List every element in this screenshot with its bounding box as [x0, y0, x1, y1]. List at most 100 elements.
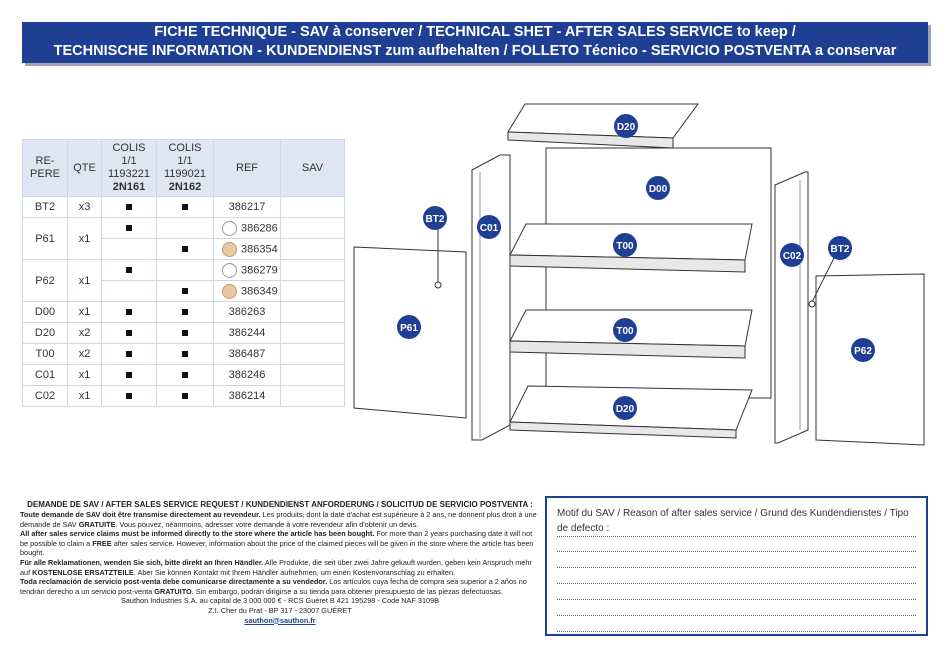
col-sav: SAV	[280, 139, 345, 197]
color-swatch-icon	[222, 241, 237, 257]
cell-sav[interactable]	[280, 259, 345, 281]
request-es: Toda reclamación de servicio post-venta …	[20, 577, 527, 596]
included-mark-icon	[126, 204, 132, 210]
cell-qte: x1	[67, 217, 102, 260]
cell-qte: x2	[67, 322, 102, 344]
cell-colis-2	[156, 238, 214, 260]
cell-repere: T00	[22, 343, 68, 365]
col-ref: REF	[213, 139, 281, 197]
request-en: All after sales service claims must be i…	[20, 529, 534, 558]
cell-ref: 386217	[213, 196, 281, 218]
cell-colis-2	[156, 301, 214, 323]
cell-sav[interactable]	[280, 280, 345, 302]
included-mark-icon	[126, 372, 132, 378]
cell-ref: 386279	[213, 259, 281, 281]
cell-sav[interactable]	[280, 301, 345, 323]
cell-colis-2	[156, 217, 214, 239]
cell-colis-1	[101, 238, 157, 260]
included-mark-icon	[182, 372, 188, 378]
label-d00: D00	[646, 176, 670, 200]
cell-sav[interactable]	[280, 322, 345, 344]
cell-ref: 386349	[213, 280, 281, 302]
label-c01: C01	[477, 215, 501, 239]
svg-text:T00: T00	[616, 326, 634, 337]
cell-repere: C01	[22, 364, 68, 386]
cell-sav[interactable]	[280, 238, 345, 260]
cell-colis-1	[101, 364, 157, 386]
header-line-2: TECHNISCHE INFORMATION - KUNDENDIENST zu…	[53, 43, 897, 59]
email-link[interactable]: sauthon@sauthon.fr	[244, 615, 316, 625]
table-row: 386349	[23, 280, 345, 302]
cell-repere: P61	[22, 217, 68, 260]
svg-text:BT2: BT2	[831, 244, 850, 255]
company-line-2: Z.I. Cher du Prat - BP 317 - 23007 GUÉRE…	[208, 605, 352, 615]
label-p62: P62	[851, 338, 875, 362]
request-title: DEMANDE DE SAV / AFTER SALES SERVICE REQ…	[27, 500, 533, 509]
svg-text:C01: C01	[480, 223, 499, 234]
included-mark-icon	[126, 309, 132, 315]
cell-repere: P62	[22, 259, 68, 302]
exploded-furniture-diagram: D20 D00 T00 T00 D20 C01 C02 BT2 BT2 P61 …	[353, 103, 925, 446]
cell-qte: x1	[67, 259, 102, 302]
cell-ref: 386354	[213, 238, 281, 260]
label-p61: P61	[397, 315, 421, 339]
cell-sav[interactable]	[280, 385, 345, 407]
svg-text:BT2: BT2	[426, 214, 445, 225]
svg-text:C02: C02	[783, 251, 802, 262]
label-bt2-right: BT2	[828, 236, 852, 260]
label-c02: C02	[780, 243, 804, 267]
label-bt2-left: BT2	[423, 206, 447, 230]
reason-line-1[interactable]	[557, 537, 916, 552]
reason-line-6[interactable]	[557, 617, 916, 632]
reason-line-3[interactable]	[557, 569, 916, 584]
panel-c02	[774, 171, 809, 444]
label-t00-b: T00	[613, 318, 637, 342]
cell-ref: 386244	[213, 322, 281, 344]
label-d20-top: D20	[614, 114, 638, 138]
cell-ref: 386263	[213, 301, 281, 323]
included-mark-icon	[182, 330, 188, 336]
included-mark-icon	[182, 288, 188, 294]
label-t00-a: T00	[613, 233, 637, 257]
svg-text:D20: D20	[616, 404, 635, 415]
cell-repere: C02	[22, 385, 68, 407]
included-mark-icon	[182, 204, 188, 210]
color-swatch-icon	[222, 220, 237, 236]
cell-sav[interactable]	[280, 343, 345, 365]
cell-sav[interactable]	[280, 217, 345, 239]
table-row: 386354	[23, 238, 345, 260]
included-mark-icon	[126, 330, 132, 336]
cell-colis-1	[101, 196, 157, 218]
color-swatch-icon	[222, 262, 237, 278]
cell-repere: D20	[22, 322, 68, 344]
cell-sav[interactable]	[280, 364, 345, 386]
cell-colis-2	[156, 322, 214, 344]
included-mark-icon	[126, 267, 132, 273]
reason-line-5[interactable]	[557, 601, 916, 616]
cell-sav[interactable]	[280, 196, 345, 218]
cell-ref: 386487	[213, 343, 281, 365]
reason-line-2[interactable]	[557, 553, 916, 568]
cell-colis-1	[101, 343, 157, 365]
included-mark-icon	[126, 225, 132, 231]
cell-colis-1	[101, 217, 157, 239]
panel-c01	[471, 154, 511, 441]
included-mark-icon	[126, 351, 132, 357]
header-banner: FICHE TECHNIQUE - SAV à conserver / TECH…	[22, 22, 928, 63]
svg-text:T00: T00	[616, 241, 634, 252]
svg-text:D00: D00	[649, 184, 668, 195]
request-fr: Toute demande de SAV doit être transmise…	[20, 510, 537, 529]
reason-line-4[interactable]	[557, 585, 916, 600]
included-mark-icon	[126, 393, 132, 399]
cell-ref: 386214	[213, 385, 281, 407]
